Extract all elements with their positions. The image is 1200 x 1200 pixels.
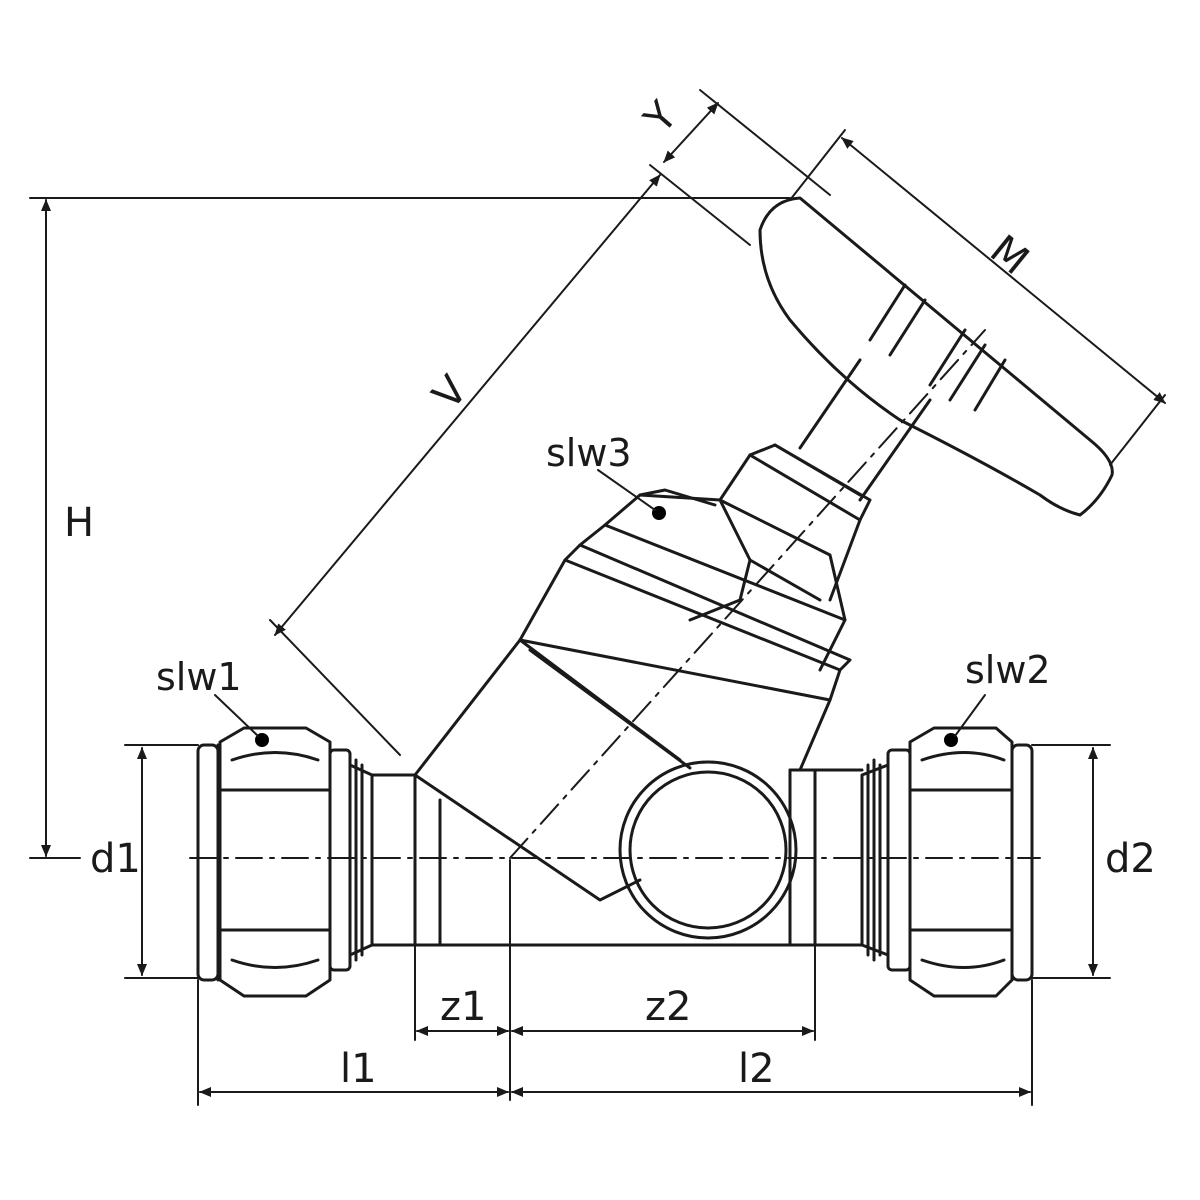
label-y: Y	[635, 93, 687, 143]
dimension-l	[197, 979, 1033, 1106]
label-slw2: slw2	[965, 648, 1051, 692]
label-d2: d2	[1105, 836, 1156, 882]
dimension-d1	[124, 744, 199, 979]
slw3-marker	[652, 506, 666, 520]
label-h: H	[64, 500, 94, 546]
dimension-m	[789, 129, 1166, 466]
leader-lines	[214, 469, 986, 737]
dimension-v	[269, 164, 751, 756]
label-m: M	[981, 227, 1037, 284]
label-l2: l2	[738, 1046, 775, 1092]
label-slw3: slw3	[546, 431, 632, 475]
left-compression-nut	[196, 726, 374, 998]
label-v: V	[424, 367, 477, 418]
label-slw1: slw1	[156, 655, 242, 699]
label-z1: z1	[440, 984, 486, 1030]
valve-body	[370, 358, 932, 947]
right-compression-nut	[860, 726, 1034, 998]
label-d1: d1	[90, 836, 141, 882]
valve-axis	[509, 329, 986, 859]
label-z2: z2	[645, 984, 691, 1030]
label-l1: l1	[340, 1046, 377, 1092]
dimension-d2	[1031, 744, 1111, 979]
dimension-z	[414, 859, 816, 1101]
